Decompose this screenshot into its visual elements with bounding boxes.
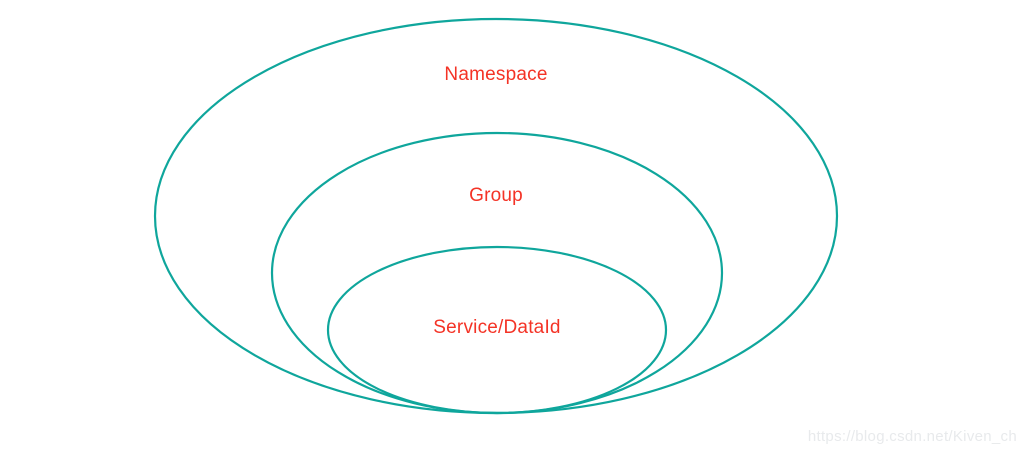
label-namespace: Namespace [444,64,547,85]
ellipse-service-dataid [326,245,668,415]
watermark: https://blog.csdn.net/Kiven_ch [807,428,1017,445]
label-group: Group [469,185,523,206]
ellipse-group [270,131,724,415]
label-service-dataid: Service/DataId [433,317,560,338]
